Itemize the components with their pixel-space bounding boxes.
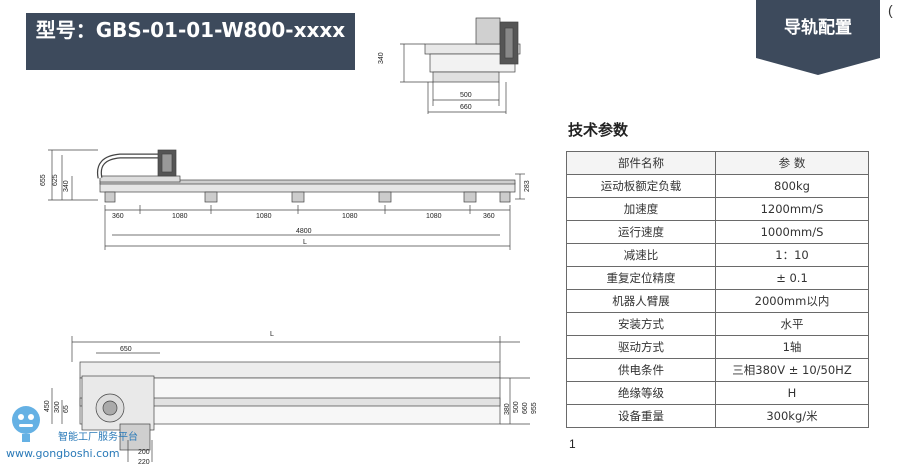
spec-value: 300kg/米 bbox=[715, 404, 869, 428]
side-dim-pitch-2: 1080 bbox=[256, 213, 272, 220]
side-dim-625: 625 bbox=[52, 174, 59, 186]
bottom-dim-300: 300 bbox=[54, 401, 61, 413]
spec-value: 水平 bbox=[715, 312, 869, 336]
bottom-dim-660: 660 bbox=[522, 402, 529, 414]
bottom-dim-650: 650 bbox=[120, 346, 132, 353]
spec-name: 运动板额定负载 bbox=[566, 174, 716, 198]
side-dim-pitch-1: 1080 bbox=[172, 213, 188, 220]
bottom-dim-450: 450 bbox=[44, 400, 51, 412]
top-dim-340: 340 bbox=[378, 52, 385, 64]
side-dim-length: L bbox=[303, 239, 307, 246]
table-row: 安装方式水平 bbox=[566, 312, 869, 336]
specs-title: 技术参数 bbox=[568, 121, 629, 139]
spec-value: 2000mm以内 bbox=[715, 289, 869, 313]
spec-name: 设备重量 bbox=[566, 404, 716, 428]
spec-value: 800kg bbox=[715, 174, 869, 198]
bottom-dim-length: L bbox=[270, 331, 274, 338]
spec-name: 运行速度 bbox=[566, 220, 716, 244]
specs-header-row: 部件名称 参 数 bbox=[566, 151, 869, 175]
top-dim-660: 660 bbox=[460, 104, 472, 111]
table-row: 供电条件三相380V ± 10/50HZ bbox=[566, 358, 869, 382]
spec-value: 1000mm/S bbox=[715, 220, 869, 244]
spec-value: ± 0.1 bbox=[715, 266, 869, 290]
specs-header-name: 部件名称 bbox=[566, 151, 716, 175]
side-dim-end-right: 360 bbox=[483, 213, 495, 220]
spec-name: 重复定位精度 bbox=[566, 266, 716, 290]
side-view-drawing bbox=[48, 149, 525, 250]
bottom-dim-380: 380 bbox=[504, 403, 511, 415]
spec-value: 三相380V ± 10/50HZ bbox=[715, 358, 869, 382]
side-dim-655: 655 bbox=[40, 174, 47, 186]
bottom-dim-65: 65 bbox=[63, 405, 70, 413]
bottom-dim-955: 955 bbox=[531, 402, 538, 414]
side-dim-283: 283 bbox=[524, 180, 531, 192]
spec-value: 1：10 bbox=[715, 243, 869, 267]
spec-name: 机器人臂展 bbox=[566, 289, 716, 313]
page-number: 1 bbox=[569, 437, 576, 451]
spec-value: H bbox=[715, 381, 869, 405]
side-dim-340: 340 bbox=[63, 180, 70, 192]
bottom-view-drawing bbox=[51, 336, 530, 462]
watermark-url: www.gongboshi.com bbox=[6, 447, 120, 460]
top-dim-500: 500 bbox=[460, 92, 472, 99]
spec-name: 绝缘等级 bbox=[566, 381, 716, 405]
section-tab-arrow bbox=[756, 58, 880, 75]
spec-name: 减速比 bbox=[566, 243, 716, 267]
side-dim-pitch-3: 1080 bbox=[342, 213, 358, 220]
corner-mark: ( bbox=[888, 2, 893, 18]
side-dim-end-left: 360 bbox=[112, 213, 124, 220]
robot-logo-icon bbox=[12, 406, 40, 442]
side-dim-stroke: 4800 bbox=[296, 228, 312, 235]
top-view-drawing bbox=[400, 17, 521, 114]
spec-name: 加速度 bbox=[566, 197, 716, 221]
spec-name: 供电条件 bbox=[566, 358, 716, 382]
watermark-text: 智能工厂服务平台 bbox=[58, 432, 138, 443]
section-tab-label: 导轨配置 bbox=[784, 18, 852, 38]
specs-header-value: 参 数 bbox=[715, 151, 869, 175]
spec-value: 1200mm/S bbox=[715, 197, 869, 221]
model-title-banner: 型号：GBS-01-01-W800-xxxx bbox=[26, 13, 355, 70]
table-row: 重复定位精度± 0.1 bbox=[566, 266, 869, 290]
model-title: 型号：GBS-01-01-W800-xxxx bbox=[35, 18, 346, 42]
side-dim-pitch-4: 1080 bbox=[426, 213, 442, 220]
spec-name: 安装方式 bbox=[566, 312, 716, 336]
bottom-dim-200: 200 bbox=[138, 449, 150, 456]
bottom-dim-500: 500 bbox=[513, 401, 520, 413]
spec-name: 驱动方式 bbox=[566, 335, 716, 359]
spec-value: 1轴 bbox=[715, 335, 869, 359]
bottom-dim-220: 220 bbox=[138, 459, 150, 466]
section-tab: 导轨配置 bbox=[756, 0, 880, 58]
technical-drawing: 340 500 660 655 625 340 283 360 1080 108… bbox=[12, 17, 538, 466]
